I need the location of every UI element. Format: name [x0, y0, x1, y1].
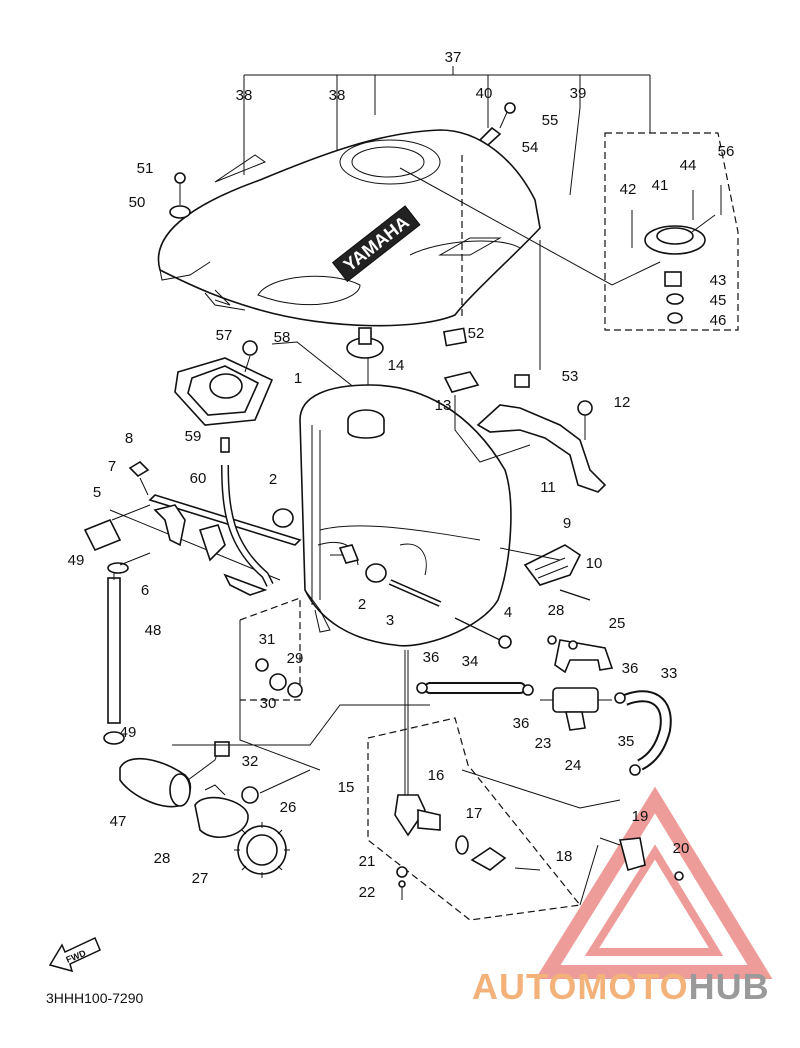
- part-label-17: 17: [466, 805, 483, 822]
- part-label-3: 3: [386, 612, 394, 629]
- part-label-15: 15: [338, 779, 355, 796]
- fuel-cap-group: [399, 132, 739, 331]
- fuel-hoses: [416, 682, 672, 776]
- part-label-33: 33: [661, 665, 678, 682]
- diagram-part-code: 3HHH100-7290: [46, 990, 144, 1006]
- part-label-2a: 2: [269, 471, 277, 488]
- part-label-8: 8: [125, 430, 133, 447]
- fuel-tank-body: [299, 384, 512, 647]
- watermark-text: AUTOMOTOHUB: [472, 966, 770, 1008]
- part-label-40: 40: [476, 85, 493, 102]
- part-label-53: 53: [562, 368, 579, 385]
- grommets: [272, 508, 387, 583]
- part-label-48: 48: [145, 622, 162, 639]
- part-label-49b: 49: [120, 724, 137, 741]
- part-label-47: 47: [110, 813, 127, 830]
- part-label-58: 58: [274, 329, 291, 346]
- part-label-6: 6: [141, 582, 149, 599]
- rear-mount-bracket: [443, 371, 607, 493]
- part-label-34: 34: [462, 653, 479, 670]
- part-label-31: 31: [259, 631, 276, 648]
- part-label-20: 20: [673, 840, 690, 857]
- part-label-9: 9: [563, 515, 571, 532]
- part-label-60: 60: [190, 470, 207, 487]
- part-label-54: 54: [522, 139, 539, 156]
- part-label-46: 46: [710, 312, 727, 329]
- part-label-28a: 28: [548, 602, 565, 619]
- fuel-petcock: [367, 650, 621, 921]
- part-label-42: 42: [620, 181, 637, 198]
- part-label-22: 22: [359, 884, 376, 901]
- part-label-26: 26: [280, 799, 297, 816]
- leader-lines: [119, 547, 561, 794]
- left-side-brackets: [83, 460, 302, 596]
- part-label-44: 44: [680, 157, 697, 174]
- fwd-arrow-icon: FWD: [48, 936, 101, 973]
- part-label-49a: 49: [68, 552, 85, 569]
- pump-band: [194, 784, 249, 839]
- part-label-1: 1: [294, 370, 302, 387]
- small-fasteners-top: [169, 102, 541, 388]
- part-label-38b: 38: [329, 87, 346, 104]
- part-label-52: 52: [468, 325, 485, 342]
- part-label-45: 45: [710, 292, 727, 309]
- part-label-51: 51: [137, 160, 154, 177]
- part-label-16: 16: [428, 767, 445, 784]
- part-label-23: 23: [535, 735, 552, 752]
- watermark-part2: HUB: [688, 966, 770, 1007]
- heat-shield: [523, 544, 591, 601]
- pump-bracket: [547, 635, 614, 674]
- part-label-43: 43: [710, 272, 727, 289]
- part-label-24: 24: [565, 757, 582, 774]
- breather-hose: [220, 437, 274, 587]
- part-label-36b: 36: [513, 715, 530, 732]
- fuel-sensor: [579, 837, 684, 906]
- part-label-37: 37: [445, 49, 462, 66]
- part-label-5: 5: [93, 484, 101, 501]
- part-label-39: 39: [570, 85, 587, 102]
- drain-hose: [103, 562, 129, 745]
- small-fittings-left: [239, 597, 321, 771]
- tank-cap-seal-tray: [174, 340, 371, 426]
- assembly-bracket-37: [243, 66, 651, 250]
- part-label-2b: 2: [358, 596, 366, 613]
- part-label-4: 4: [504, 604, 512, 621]
- part-label-55: 55: [542, 112, 559, 129]
- part-label-21: 21: [359, 853, 376, 870]
- fuel-filter: [540, 687, 612, 731]
- part-label-27: 27: [192, 870, 209, 887]
- part-label-25: 25: [609, 615, 626, 632]
- watermark-triangle: [535, 786, 773, 979]
- part-label-30: 30: [260, 695, 277, 712]
- part-label-35: 35: [618, 733, 635, 750]
- part-label-50: 50: [129, 194, 146, 211]
- part-label-11: 11: [540, 479, 556, 496]
- part-label-36a: 36: [423, 649, 440, 666]
- pump-damper-gear: [234, 822, 290, 878]
- part-label-41: 41: [652, 177, 669, 194]
- part-label-19: 19: [632, 808, 649, 825]
- part-label-57: 57: [216, 327, 233, 344]
- part-label-18: 18: [556, 848, 573, 865]
- fuel-pump: [119, 741, 259, 808]
- part-label-59: 59: [185, 428, 202, 445]
- part-label-14: 14: [388, 357, 405, 374]
- part-label-29: 29: [287, 650, 304, 667]
- mount-bolts: [388, 579, 512, 649]
- part-label-12: 12: [614, 394, 631, 411]
- part-label-28b: 28: [154, 850, 171, 867]
- part-label-56: 56: [718, 143, 735, 160]
- part-label-13: 13: [435, 397, 452, 414]
- part-label-32: 32: [242, 753, 259, 770]
- part-label-36c: 36: [622, 660, 639, 677]
- watermark-part1: AUTOMOTO: [472, 966, 689, 1007]
- part-label-7: 7: [108, 458, 116, 475]
- part-label-38a: 38: [236, 87, 253, 104]
- tank-cover: YAMAHA: [157, 129, 541, 327]
- part-label-10: 10: [586, 555, 603, 572]
